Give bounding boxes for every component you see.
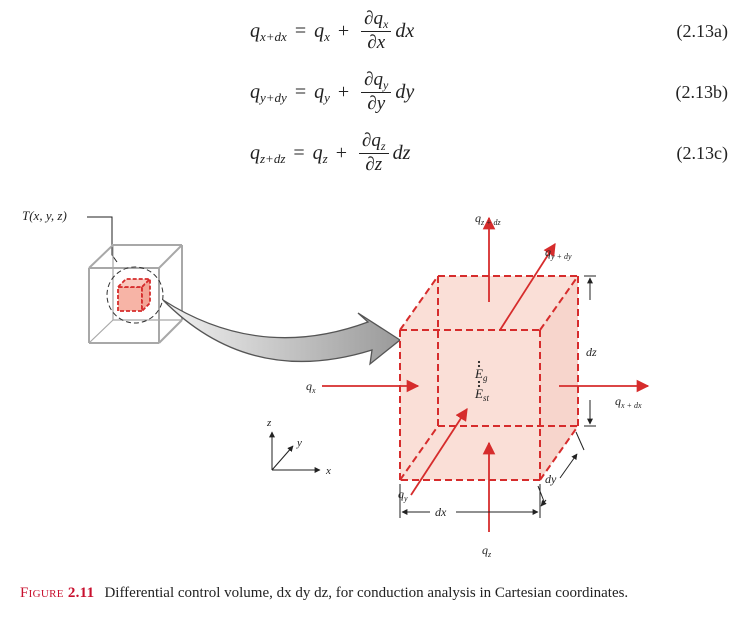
eg-subscript: g — [483, 373, 488, 383]
eq-b-denominator: ∂y — [367, 93, 386, 114]
eq-a-number: (2.13a) — [676, 21, 728, 41]
dx-label: dx — [435, 505, 447, 519]
t-leader-line — [87, 216, 118, 263]
zoom-circle — [106, 266, 164, 324]
eq-b-rhs: q — [314, 80, 325, 103]
eq-a-lhs-sub: x+dx — [260, 29, 287, 44]
eq-c-lhs-sub: z+dz — [260, 151, 286, 166]
axis-z-label: z — [266, 417, 272, 429]
eq-a-rhs-sub: x — [324, 29, 330, 44]
est-subscript: st — [483, 393, 490, 403]
eq-b-lhs: q — [250, 80, 260, 103]
arrow-qy — [410, 407, 468, 496]
energy-generation: Eg — [474, 360, 488, 383]
label-qx: qx — [306, 379, 316, 395]
dx-dimension — [399, 484, 541, 518]
eq-b-numerator: ∂q — [364, 69, 384, 90]
dz-dimension — [584, 275, 596, 427]
label-qx-dx: qx + dx — [615, 394, 642, 410]
axis-y-label: y — [296, 437, 302, 449]
label-qz-dz: qz + dz — [475, 211, 502, 227]
small-red-cube — [115, 276, 153, 314]
arrow-qy-dy — [499, 242, 556, 331]
eq-c-rhs: q — [312, 141, 323, 164]
eq-c-plus: + — [335, 141, 348, 164]
eq-c-numerator-sub: z — [380, 139, 386, 153]
est-symbol: E — [474, 386, 483, 401]
label-qy: qy — [398, 487, 408, 503]
t-label: T(x, y, z) — [22, 208, 67, 223]
svg-text:Est: Est — [474, 386, 489, 403]
eq-b-plus: + — [337, 80, 350, 103]
eq-a-rhs: q — [314, 19, 325, 42]
zoom-arrow — [162, 299, 402, 366]
t-leader: T(x, y, z) — [22, 208, 118, 263]
control-volume-cube — [399, 275, 579, 481]
eq-a-lhs: q — [250, 19, 260, 42]
eq-a-fraction: ∂qx ∂x — [361, 8, 392, 54]
eq-c-denominator: ∂z — [365, 154, 383, 175]
eq-a-denominator: ∂x — [367, 32, 386, 53]
eq-b-equals: = — [294, 80, 307, 103]
label-qz: qz — [482, 543, 492, 559]
caption-label: Figure 2.11 — [20, 585, 94, 601]
eg-symbol: E — [474, 366, 483, 381]
eq-a-numerator-sub: x — [383, 17, 389, 31]
caption-label-number: 2.11 — [67, 585, 95, 601]
eq-c-lhs: q — [250, 141, 260, 164]
eq-c-equals: = — [293, 141, 305, 164]
eq-a-equals: = — [294, 19, 307, 42]
svg-text:Eg: Eg — [474, 366, 488, 383]
caption-text: Differential control volume, dx dy dz, f… — [104, 585, 629, 601]
eq-c-differential: dz — [392, 141, 411, 164]
small-cube — [88, 244, 183, 344]
eq-b-differential: dy — [395, 80, 415, 103]
eq-b-lhs-sub: y+dy — [260, 90, 287, 105]
eq-c-number: (2.13c) — [676, 143, 728, 163]
dz-label: dz — [586, 345, 597, 359]
eq-c-fraction: ∂qz ∂z — [359, 130, 389, 176]
eq-c-numerator: ∂q — [362, 130, 381, 151]
eq-b-rhs-sub: y — [324, 90, 330, 105]
eq-a-numerator: ∂q — [364, 8, 384, 29]
dy-dimension — [537, 431, 585, 507]
eq-b-number: (2.13b) — [675, 82, 729, 102]
eq-a-plus: + — [337, 19, 350, 42]
caption-label-word: Figure — [20, 585, 64, 601]
axis-x-label: x — [325, 465, 331, 477]
control-volume-figure: T(x, y, z) — [22, 208, 650, 559]
eq-c-rhs-sub: z — [322, 151, 328, 166]
label-qy-dy: qy + dy — [545, 245, 572, 261]
eq-b-numerator-sub: y — [383, 78, 389, 92]
eq-a-differential: dx — [395, 19, 415, 42]
dy-label: dy — [545, 472, 557, 486]
coordinate-axes — [269, 431, 321, 473]
figure-caption: Figure 2.11 Differential control volume, … — [20, 583, 725, 604]
eq-b-fraction: ∂qy ∂y — [361, 69, 392, 115]
energy-storage: Est — [474, 380, 489, 403]
axis-y-line — [271, 445, 294, 471]
